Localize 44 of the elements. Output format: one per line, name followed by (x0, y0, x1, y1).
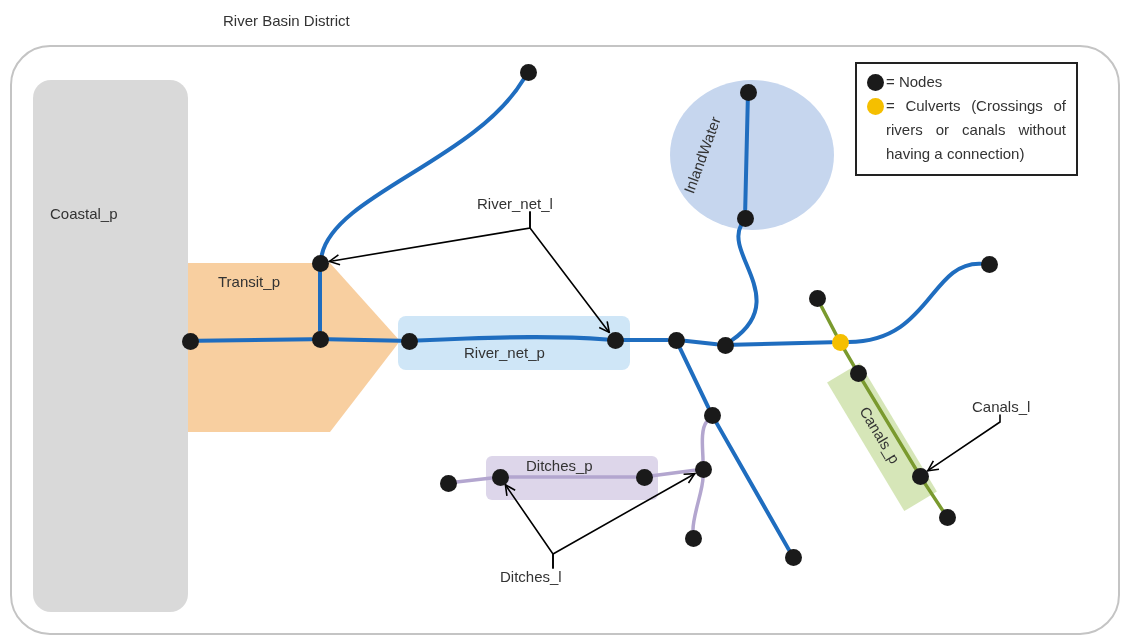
network-line (700, 419, 709, 463)
network-node (938, 508, 956, 526)
network-line (860, 378, 918, 471)
area-label: River_net_p (464, 344, 545, 361)
network-node (519, 63, 537, 81)
area-label: Ditches_p (526, 457, 593, 474)
river-network-area (398, 316, 630, 370)
network-line (842, 347, 856, 368)
line-label: Ditches_l (500, 568, 562, 585)
network-node (635, 468, 653, 486)
area-label: Coastal_p (50, 205, 118, 222)
line-label: River_net_l (477, 195, 553, 212)
legend-text: = Culverts (Crossings of rivers or canals without having a connection) (886, 96, 1066, 164)
network-line (650, 468, 697, 478)
leader-line (529, 211, 611, 334)
network-node (980, 255, 998, 273)
leader-line (552, 472, 696, 569)
network-node (400, 332, 418, 350)
network-line (819, 303, 838, 337)
network-line (714, 420, 791, 552)
network-node (808, 289, 826, 307)
ditch-area (486, 456, 658, 500)
legend-text: = Nodes (886, 72, 943, 92)
network-node (667, 331, 685, 349)
network-node (694, 460, 712, 478)
network-node (606, 331, 624, 349)
network-line (691, 475, 705, 532)
network-node (439, 474, 457, 492)
network-node (784, 548, 802, 566)
network-line (743, 98, 750, 212)
leader-line (927, 414, 1001, 472)
district-heading: River Basin District (223, 12, 350, 29)
line-label: Canals_l (972, 398, 1031, 415)
network-node (491, 468, 509, 486)
area-label: Transit_p (218, 273, 280, 290)
network-node (684, 529, 702, 547)
network-line (319, 77, 526, 257)
coastal-area (33, 80, 188, 612)
network-line (677, 345, 711, 410)
network-line (318, 269, 322, 333)
network-line (730, 223, 759, 343)
network-node (716, 336, 734, 354)
network-node (703, 406, 721, 424)
culvert-node (831, 333, 849, 351)
